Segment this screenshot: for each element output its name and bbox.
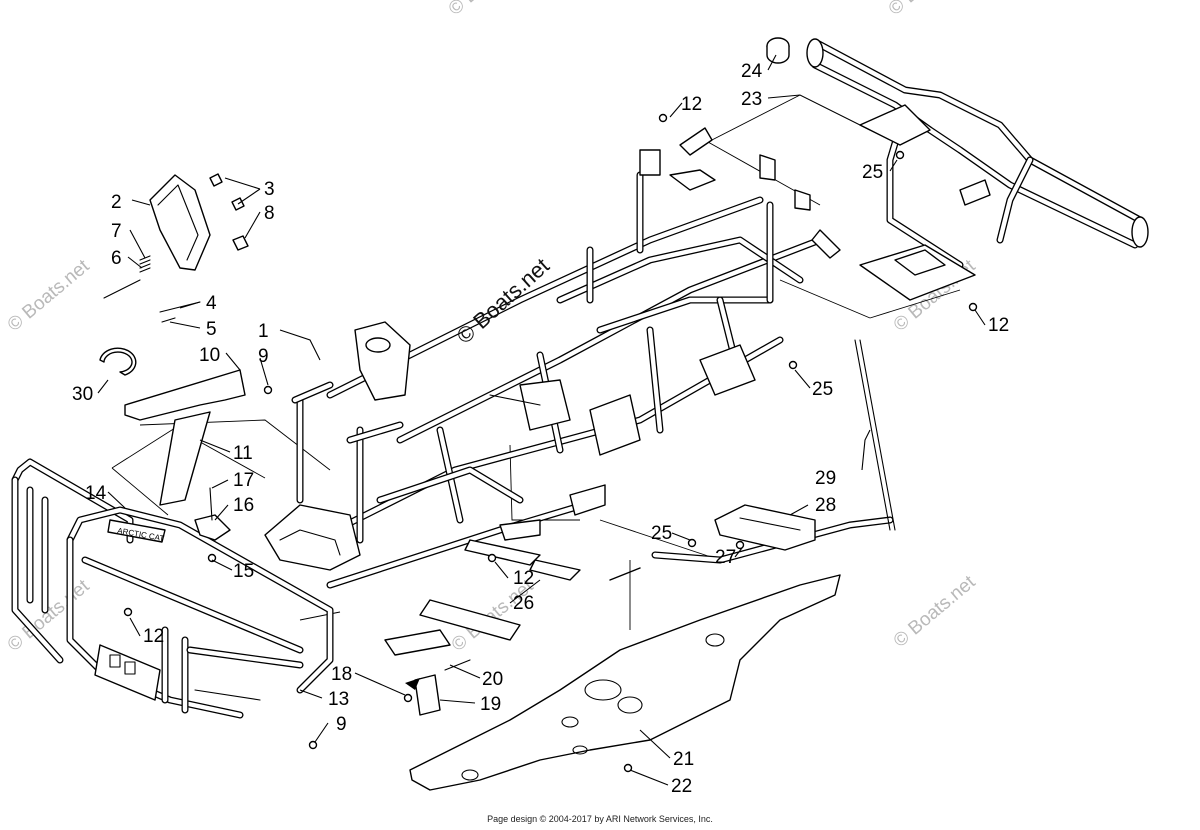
watermark-tile: © Boats.net [445,0,535,20]
callout-29: 29 [815,468,836,489]
callout-25: 25 [862,162,883,183]
callout-3: 3 [264,179,275,200]
callout-9: 9 [258,346,269,367]
callout-8: 8 [264,203,275,224]
callout-12: 12 [143,626,164,647]
callout-11: 11 [233,443,253,464]
callout-labels: 24 23 12 25 3 2 8 7 6 4 5 12 1 10 9 30 2… [72,61,1009,797]
callout-2: 2 [111,192,122,213]
callout-10: 10 [199,345,220,366]
callout-24: 24 [741,61,763,82]
callout-17: 17 [233,470,254,491]
callout-18: 18 [331,664,352,685]
callout-26: 26 [513,593,534,614]
callout-4: 4 [206,293,217,314]
footer-copyright: Page design © 2004-2017 by ARI Network S… [487,814,713,824]
reference-lines [111,94,961,630]
callout-20: 20 [482,669,503,690]
callout-21: 21 [673,749,694,770]
callout-14: 14 [85,483,107,504]
callout-23: 23 [741,89,762,110]
callout-12: 12 [513,568,534,589]
callout-19: 19 [480,694,501,715]
main-frame [264,127,841,589]
callout-1: 1 [258,321,269,342]
callout-5: 5 [206,319,217,340]
callout-9: 9 [336,714,347,735]
callout-6: 6 [111,248,122,269]
watermark-tile: © Boats.net [890,571,980,652]
callout-25: 25 [651,523,672,544]
skid-plate [409,574,841,791]
front-rack: ARCTIC CAT [11,458,334,719]
leader-lines [97,54,986,786]
callout-13: 13 [328,689,349,710]
callout-30: 30 [72,384,93,405]
callout-28: 28 [815,495,836,516]
callout-16: 16 [233,495,254,516]
callout-12: 12 [681,94,702,115]
watermark-main: © Boats.net [452,253,554,349]
callout-15: 15 [233,561,254,582]
watermark-tile: © Boats.net [885,0,975,20]
rear-rack [766,37,1149,301]
callout-22: 22 [671,776,692,797]
callout-7: 7 [111,221,122,242]
watermark-tile: © Boats.net [4,255,94,336]
callout-12: 12 [988,315,1009,336]
callout-25: 25 [812,379,833,400]
footrest-rail [651,504,894,564]
callout-27: 27 [715,547,736,568]
small-parts [99,113,978,773]
